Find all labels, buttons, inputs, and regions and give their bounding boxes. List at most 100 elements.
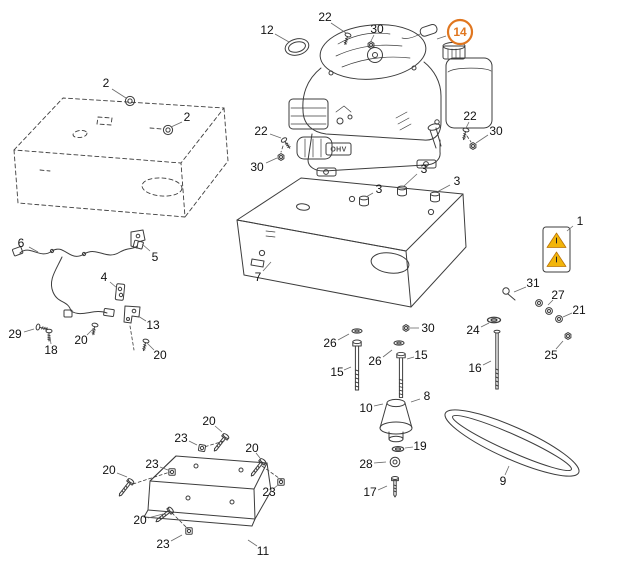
svg-text:3: 3: [421, 162, 428, 176]
callout-31[interactable]: 31: [513, 276, 540, 293]
callout-7[interactable]: 7: [255, 261, 272, 284]
warning-label-part: [542, 226, 571, 273]
callout-1[interactable]: 1: [566, 214, 584, 232]
screw-part-20d: [248, 457, 268, 479]
v-belt-part: [444, 409, 580, 477]
bolt-part-15b: [396, 351, 406, 398]
callout-12[interactable]: 12: [260, 23, 290, 43]
callout-20[interactable]: 20: [146, 342, 167, 362]
callout-18[interactable]: 18: [44, 336, 58, 357]
callout-11[interactable]: 11: [247, 539, 270, 558]
housing-reference-outline: [13, 97, 229, 218]
callout-23[interactable]: 23: [262, 484, 279, 499]
washer-part-24: [486, 316, 502, 324]
svg-text:10: 10: [359, 401, 373, 415]
svg-text:18: 18: [44, 343, 58, 357]
svg-text:22: 22: [254, 124, 268, 138]
svg-text:19: 19: [413, 439, 427, 453]
callout-22[interactable]: 22: [254, 124, 282, 139]
svg-text:1: 1: [577, 214, 584, 228]
screw-part-20e: [116, 477, 136, 499]
svg-text:20: 20: [102, 463, 116, 477]
callout-3[interactable]: 3: [365, 182, 383, 198]
callout-16[interactable]: 16: [468, 360, 492, 375]
callout-30[interactable]: 30: [370, 22, 384, 42]
callout-22[interactable]: 22: [318, 10, 347, 34]
callout-27[interactable]: 27: [547, 288, 565, 306]
callout-14-highlighted[interactable]: 14: [436, 18, 474, 46]
callout-23[interactable]: 23: [156, 534, 183, 551]
bolt-part-15a: [352, 339, 362, 391]
callout-20[interactable]: 20: [102, 463, 128, 478]
washer-part-28: [389, 456, 401, 468]
callout-25[interactable]: 25: [544, 340, 564, 362]
svg-text:25: 25: [544, 348, 558, 362]
engine-assembly: OHV: [288, 23, 493, 177]
svg-text:23: 23: [145, 457, 159, 471]
callout-5[interactable]: 5: [141, 243, 159, 264]
svg-text:14: 14: [453, 25, 467, 39]
callout-23[interactable]: 23: [145, 457, 169, 471]
callout-28[interactable]: 28: [359, 457, 387, 471]
sealing-ring-part: [284, 38, 310, 56]
svg-text:27: 27: [551, 288, 565, 302]
nut-part-30c: [469, 142, 477, 150]
callout-4[interactable]: 4: [101, 270, 118, 289]
callout-15[interactable]: 15: [406, 348, 428, 362]
svg-text:20: 20: [153, 348, 167, 362]
callout-30[interactable]: 30: [250, 157, 278, 174]
callout-3[interactable]: 3: [403, 162, 428, 187]
washer-part-26a: [351, 328, 363, 334]
callout-2[interactable]: 2: [170, 110, 191, 128]
svg-text:15: 15: [330, 365, 344, 379]
callout-8[interactable]: 8: [410, 389, 431, 403]
callout-30[interactable]: 30: [410, 321, 435, 335]
callout-24[interactable]: 24: [466, 322, 490, 337]
nut-part-25: [564, 332, 572, 340]
screw-part-22a: [341, 31, 352, 46]
svg-text:23: 23: [262, 485, 276, 499]
callout-20[interactable]: 20: [74, 328, 94, 347]
callout-21[interactable]: 21: [562, 303, 586, 318]
callout-22[interactable]: 22: [463, 109, 477, 129]
svg-text:20: 20: [245, 441, 259, 455]
callout-6[interactable]: 6: [18, 236, 39, 253]
diagram-line-art: OHV: [11, 23, 580, 535]
discharge-chute-part: [132, 440, 284, 530]
callout-9[interactable]: 9: [500, 465, 510, 488]
callout-26[interactable]: 26: [323, 333, 350, 350]
svg-text:20: 20: [74, 333, 88, 347]
svg-text:26: 26: [323, 336, 337, 350]
engine-ohv-label: OHV: [330, 147, 346, 154]
svg-text:22: 22: [463, 109, 477, 123]
svg-text:13: 13: [146, 318, 160, 332]
bracket-part-5: [130, 229, 146, 249]
callout-26[interactable]: 26: [368, 349, 393, 368]
callout-2[interactable]: 2: [103, 76, 127, 99]
callout-15[interactable]: 15: [330, 365, 352, 379]
svg-text:7: 7: [255, 270, 262, 284]
callout-13[interactable]: 13: [137, 315, 160, 332]
muffler: [296, 136, 333, 160]
callout-20[interactable]: 20: [202, 414, 223, 433]
svg-text:3: 3: [376, 182, 383, 196]
screw-part-18: [45, 328, 53, 342]
callout-19[interactable]: 19: [404, 439, 427, 453]
callout-20[interactable]: 20: [133, 513, 164, 527]
screw-part-17: [391, 476, 399, 498]
screw-part-20c: [211, 432, 231, 454]
callout-23[interactable]: 23: [174, 431, 198, 446]
svg-text:9: 9: [500, 474, 507, 488]
callout-3[interactable]: 3: [436, 174, 461, 193]
callout-20[interactable]: 20: [245, 441, 261, 459]
washer-part-19: [391, 446, 405, 452]
wiring-harness-part: [11, 229, 146, 351]
callout-30[interactable]: 30: [475, 124, 503, 144]
callout-29[interactable]: 29: [8, 327, 35, 341]
callout-17[interactable]: 17: [363, 485, 388, 499]
callout-10[interactable]: 10: [359, 401, 384, 415]
svg-text:6: 6: [18, 236, 25, 250]
nut-part-30b: [277, 153, 285, 161]
svg-text:4: 4: [101, 270, 108, 284]
svg-text:15: 15: [414, 348, 428, 362]
